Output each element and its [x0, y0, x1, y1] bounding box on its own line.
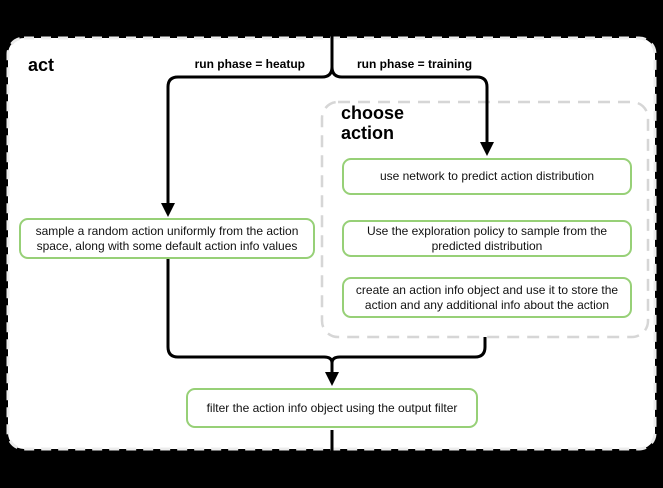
branch-label-training: run phase = training	[357, 57, 473, 71]
node-sample-random-action: sample a random action uniformly from th…	[19, 218, 315, 259]
arrowhead-into-use-network	[480, 142, 494, 156]
node-create-action-info: create an action info object and use it …	[342, 277, 632, 318]
node-use-network: use network to predict action distributi…	[342, 158, 632, 195]
arrowhead-into-sample-random	[161, 203, 175, 217]
choose-action-container-label: choose action	[341, 103, 405, 143]
act-container-label: act	[28, 55, 55, 75]
branch-label-heatup: run phase = heatup	[194, 57, 305, 71]
choose-action-container-outline	[320, 100, 650, 339]
connector-training-branch	[330, 0, 489, 143]
node-filter-output: filter the action info object using the …	[186, 388, 478, 428]
arrowhead-into-filter	[325, 372, 339, 386]
node-exploration-policy: Use the exploration policy to sample fro…	[342, 220, 632, 257]
connector-choose-action-to-merge	[330, 337, 487, 372]
